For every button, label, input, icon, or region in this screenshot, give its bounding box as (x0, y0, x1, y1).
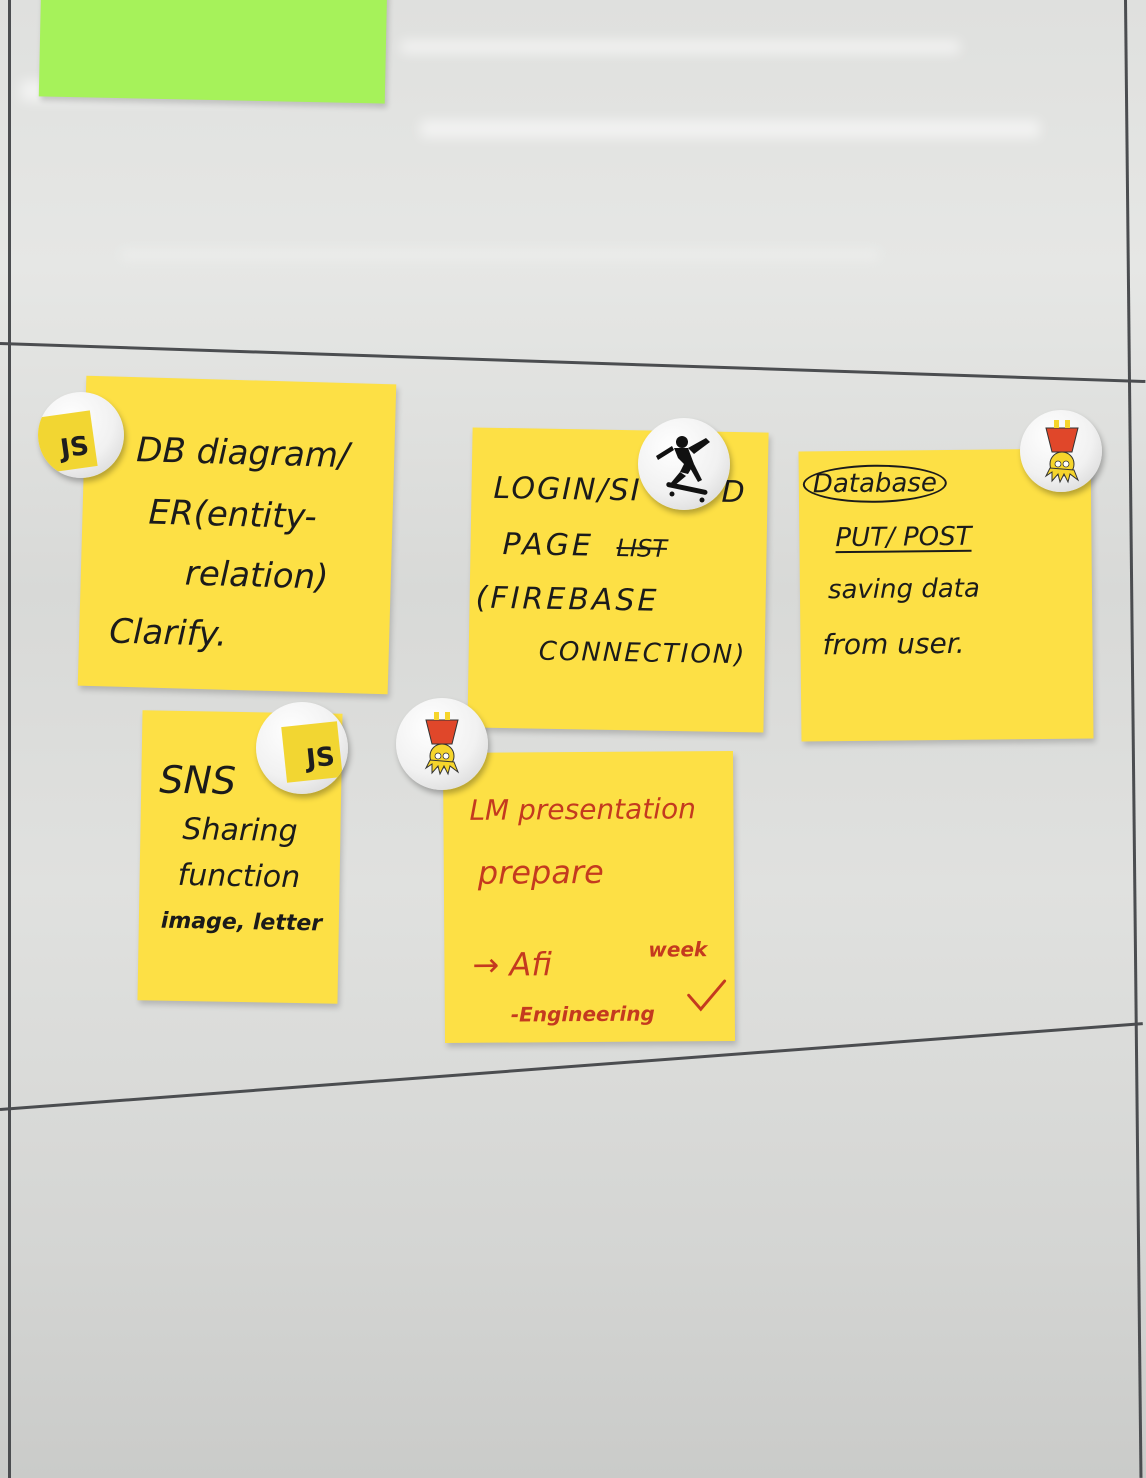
board-frame-right (1124, 0, 1143, 1478)
note-text: LOGIN/SI (493, 470, 642, 509)
note-text: function (177, 857, 301, 896)
lisa-simpson-magnet[interactable] (396, 698, 488, 790)
js-magnet[interactable]: JS (256, 702, 348, 794)
lisa-simpson-icon (424, 712, 460, 776)
sticky-note-green (38, 0, 388, 104)
note-text: SNS (158, 757, 237, 803)
note-text: → Afi (472, 945, 553, 984)
sticky-note-lm-presentation[interactable]: LM presentation prepare → Afi week -Engi… (442, 750, 736, 1044)
note-text: Clarify. (108, 611, 228, 655)
note-text: relation) (184, 553, 329, 598)
note-text: saving data (827, 573, 980, 606)
note-text-crossed: LIST (616, 533, 668, 563)
js-magnet[interactable]: JS (38, 392, 124, 478)
note-text: week (648, 937, 708, 962)
lisa-simpson-magnet[interactable] (1020, 410, 1102, 492)
note-text: (FIREBASE (475, 580, 660, 619)
note-text: prepare (477, 852, 604, 892)
lisa-simpson-icon (1044, 420, 1080, 484)
note-text: image, letter (160, 908, 323, 937)
skateboarder-icon (656, 436, 710, 503)
note-text-circled: Database (802, 463, 948, 504)
checkmark-icon (687, 979, 727, 1012)
js-logo-text: JS (58, 431, 91, 465)
note-text: from user. (822, 626, 965, 662)
note-text: ER(entity- (148, 492, 318, 538)
js-logo-text: JS (304, 741, 337, 775)
note-text: Sharing (182, 811, 298, 849)
note-text: LM presentation (469, 792, 697, 827)
note-text-underlined: PUT/ POST (835, 521, 972, 554)
note-text: DB diagram/ (135, 430, 350, 477)
note-text: -Engineering (510, 1001, 655, 1027)
sticky-note-database[interactable]: Database PUT/ POST saving data from user… (798, 448, 1094, 742)
glare (120, 250, 880, 260)
note-text: CONNECTION) (538, 636, 747, 671)
board-seam-top (0, 342, 1146, 383)
js-logo-icon: JS (38, 410, 98, 474)
js-logo-icon: JS (281, 721, 343, 783)
note-text: Database (802, 463, 948, 504)
note-text: PAGE (502, 526, 595, 564)
sticky-note-db-diagram[interactable]: DB diagram/ ER(entity- relation) Clarify… (77, 375, 397, 695)
glare (420, 120, 1040, 138)
glare (400, 40, 960, 54)
board-frame-left (8, 0, 11, 1478)
skateboarder-magnet[interactable] (638, 418, 730, 510)
